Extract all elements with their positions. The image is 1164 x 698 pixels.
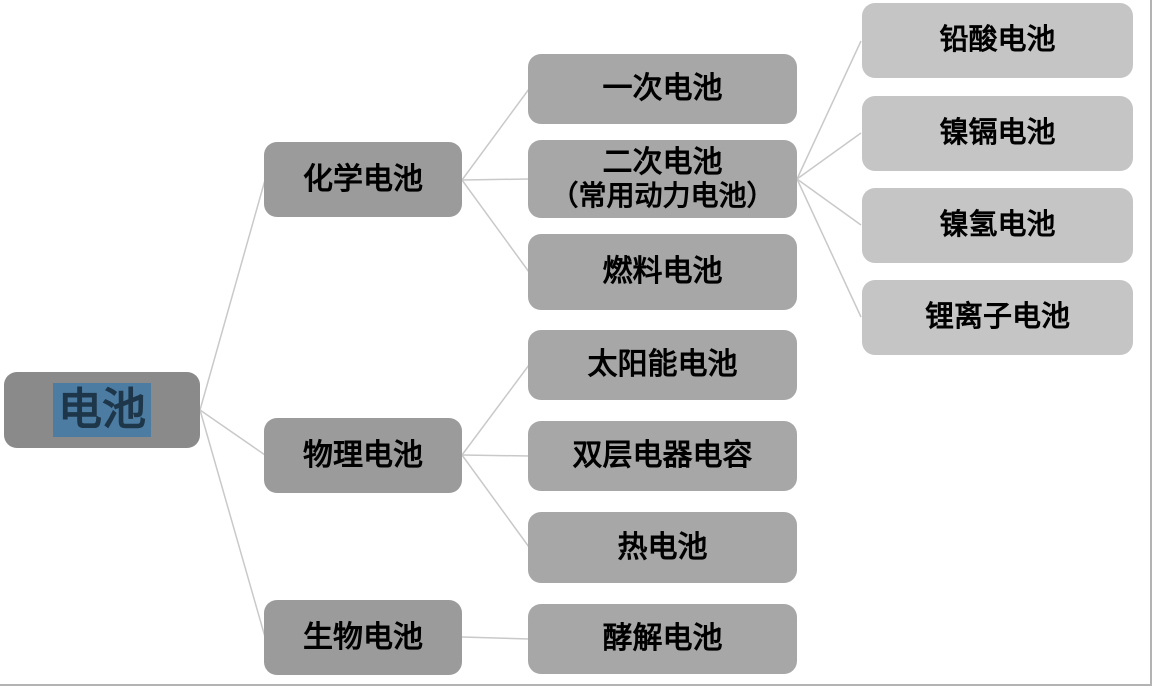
node-nimh-battery[interactable]: 镍氢电池 xyxy=(862,188,1133,263)
root-selected-text[interactable]: 电池 xyxy=(53,383,151,437)
node-label: 燃料电池 xyxy=(602,255,723,289)
node-thermal-battery[interactable]: 热电池 xyxy=(528,512,797,583)
node-nicd-battery[interactable]: 镍镉电池 xyxy=(862,96,1133,171)
node-label: 一次电池 xyxy=(602,72,723,106)
node-secondary-battery[interactable]: 二次电池 （常用动力电池） xyxy=(528,140,797,218)
node-label: 镍镉电池 xyxy=(939,117,1056,150)
node-lead-acid-battery[interactable]: 铅酸电池 xyxy=(862,3,1133,78)
node-liion-battery[interactable]: 锂离子电池 xyxy=(862,280,1133,355)
node-label: 锂离子电池 xyxy=(924,301,1070,334)
node-label: 铅酸电池 xyxy=(939,24,1056,57)
node-battery-root[interactable]: 电池 xyxy=(4,372,200,448)
node-chemical-battery[interactable]: 化学电池 xyxy=(264,142,462,217)
node-fuel-cell[interactable]: 燃料电池 xyxy=(528,234,797,310)
node-solar-battery[interactable]: 太阳能电池 xyxy=(528,330,797,400)
node-label: 酵解电池 xyxy=(602,622,723,656)
node-label: 镍氢电池 xyxy=(939,209,1056,242)
node-physical-battery[interactable]: 物理电池 xyxy=(264,418,462,493)
node-sublabel: （常用动力电池） xyxy=(550,181,775,213)
node-label: 双层电器电容 xyxy=(572,439,753,473)
node-label: 化学电池 xyxy=(303,162,423,196)
node-label: 生物电池 xyxy=(303,620,423,654)
node-label: 二次电池 xyxy=(602,145,723,179)
node-double-layer-capacitor[interactable]: 双层电器电容 xyxy=(528,421,797,491)
node-label: 太阳能电池 xyxy=(587,348,738,382)
node-label: 热电池 xyxy=(617,530,708,564)
node-primary-battery[interactable]: 一次电池 xyxy=(528,54,797,124)
node-bio-battery[interactable]: 生物电池 xyxy=(264,600,462,675)
node-label: 物理电池 xyxy=(303,438,423,472)
node-fermentation-battery[interactable]: 酵解电池 xyxy=(528,604,797,674)
